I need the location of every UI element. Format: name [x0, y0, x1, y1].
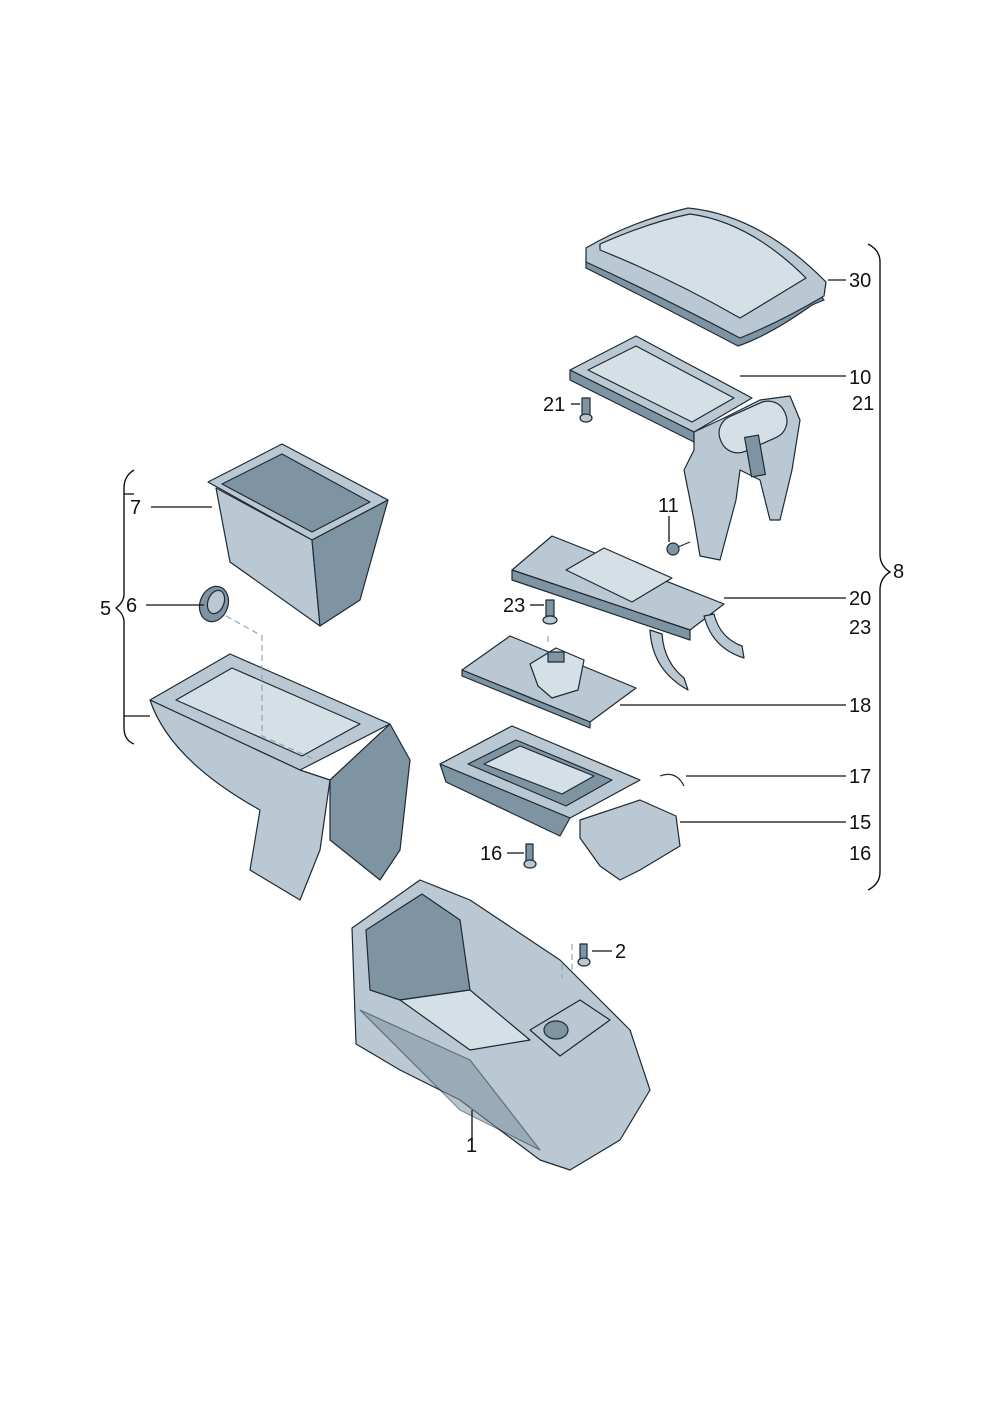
callout-15: 15 — [849, 812, 871, 834]
callout-10: 10 — [849, 367, 871, 389]
callout-17: 17 — [849, 766, 871, 788]
part-screw-16 — [523, 843, 537, 869]
leader-lines — [146, 279, 846, 1140]
callout-23-right: 23 — [849, 617, 871, 639]
callout-16-left: 16 — [480, 843, 502, 865]
part-round-cap — [198, 585, 230, 623]
callout-23-left: 23 — [503, 595, 525, 617]
part-screw-21 — [579, 397, 593, 423]
callout-11: 11 — [658, 495, 679, 517]
callout-6: 6 — [126, 595, 137, 617]
callout-1: 1 — [466, 1135, 477, 1157]
callout-30: 30 — [849, 270, 871, 292]
callout-5: 5 — [100, 598, 111, 620]
part-console-carrier — [351, 879, 651, 1171]
part-screw-2 — [577, 943, 591, 967]
callout-21-left: 21 — [543, 394, 565, 416]
bracket-group-8 — [867, 243, 892, 891]
part-screw-11 — [666, 541, 691, 556]
part-base-plate — [511, 535, 745, 691]
part-storage-tray — [439, 725, 681, 881]
bracket-group-5 — [114, 469, 135, 745]
part-clip — [659, 773, 685, 787]
part-armrest-lid — [585, 207, 827, 347]
callout-7: 7 — [130, 497, 141, 519]
part-armrest-frame — [569, 335, 801, 561]
part-screw-23 — [542, 599, 558, 625]
callout-16-right: 16 — [849, 843, 871, 865]
assembly-guides — [225, 615, 573, 978]
part-insert-panel — [461, 635, 637, 729]
callout-2: 2 — [615, 941, 626, 963]
callout-21-right: 21 — [852, 393, 874, 415]
part-console-housing — [149, 653, 411, 901]
callout-18: 18 — [849, 695, 871, 717]
callout-labels: 30 10 21 21 11 8 20 23 23 18 17 15 16 16… — [100, 270, 904, 1157]
callout-20: 20 — [849, 588, 871, 610]
callout-8: 8 — [893, 561, 904, 583]
part-storage-bin — [207, 443, 389, 627]
